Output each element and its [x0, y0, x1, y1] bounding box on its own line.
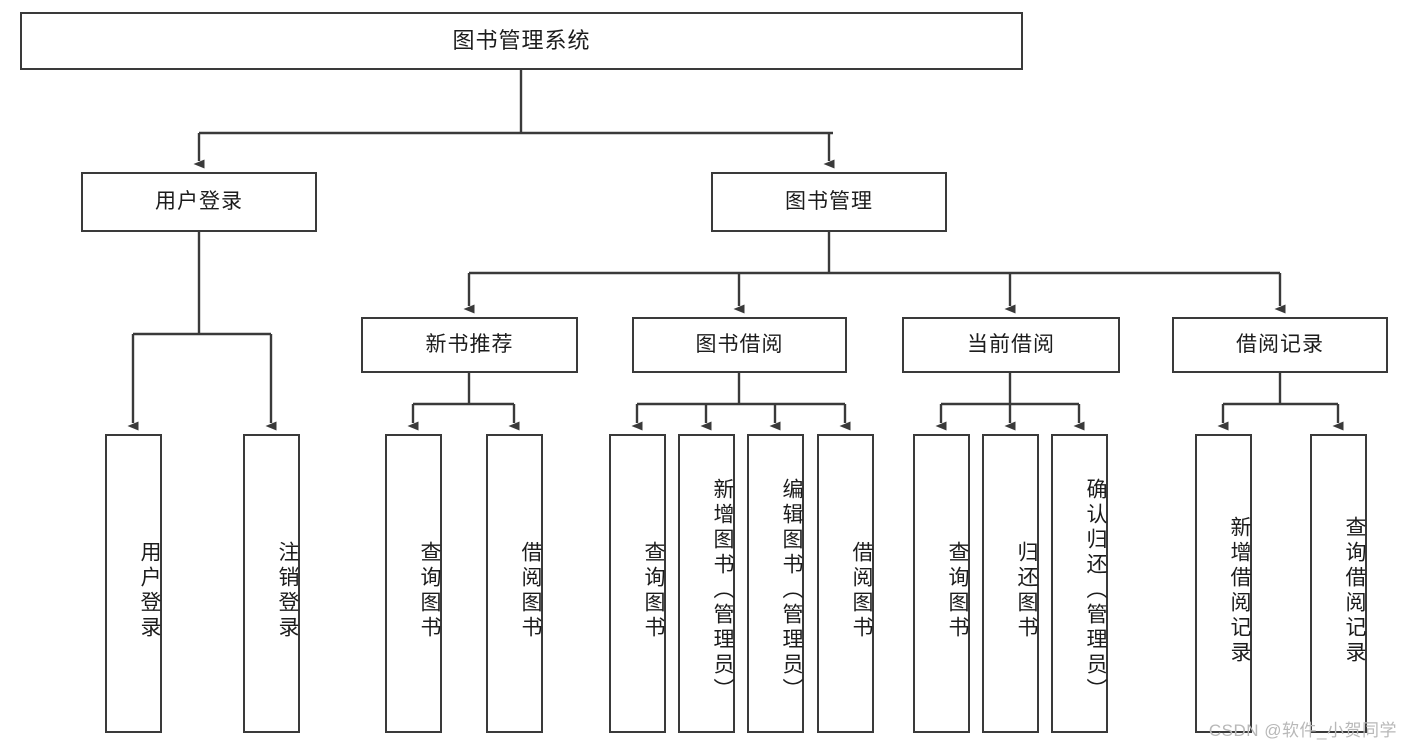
node-label: 图书管理: [785, 190, 873, 214]
node-label: 注销登录: [276, 540, 299, 641]
watermark-text: CSDN @软件_小贺同学: [1208, 721, 1397, 740]
node-label: 用户登录: [155, 190, 243, 214]
node-label: 新书推荐: [425, 333, 514, 357]
node-label: 用户登录: [138, 540, 161, 641]
node-root-book-management-system[interactable]: 图书管理系统: [20, 12, 1023, 70]
node-book-management[interactable]: 图书管理: [711, 172, 947, 232]
leaf-user-logout[interactable]: 注销登录: [243, 434, 300, 733]
node-label: 借阅记录: [1236, 333, 1324, 357]
node-label: 借阅图书: [519, 540, 542, 641]
node-label: 图书借阅: [695, 333, 784, 357]
leaf-add-book-admin[interactable]: 新增图书（管理员）: [678, 434, 735, 733]
node-label: 新增借阅记录: [1228, 515, 1251, 666]
node-label: 图书管理系统: [452, 27, 591, 53]
leaf-confirm-return-admin[interactable]: 确认归还（管理员）: [1051, 434, 1108, 733]
node-label: 当前借阅: [967, 333, 1055, 357]
leaf-add-borrow-record[interactable]: 新增借阅记录: [1195, 434, 1252, 733]
leaf-query-book-recommend[interactable]: 查询图书: [385, 434, 442, 733]
node-label: 查询图书: [642, 540, 665, 641]
node-current-borrow[interactable]: 当前借阅: [902, 317, 1120, 373]
leaf-query-borrow-record[interactable]: 查询借阅记录: [1310, 434, 1367, 733]
node-label: 借阅图书: [850, 540, 873, 641]
node-book-borrow[interactable]: 图书借阅: [632, 317, 847, 373]
node-new-book-recommend[interactable]: 新书推荐: [361, 317, 578, 373]
node-label: 确认归还（管理员）: [1084, 478, 1107, 703]
leaf-edit-book-admin[interactable]: 编辑图书（管理员）: [747, 434, 804, 733]
node-label: 新增图书（管理员）: [711, 478, 734, 703]
node-label: 编辑图书（管理员）: [780, 478, 803, 703]
leaf-return-book[interactable]: 归还图书: [982, 434, 1039, 733]
node-user-login[interactable]: 用户登录: [81, 172, 317, 232]
leaf-borrow-book-recommend[interactable]: 借阅图书: [486, 434, 543, 733]
node-borrow-records[interactable]: 借阅记录: [1172, 317, 1388, 373]
leaf-user-login[interactable]: 用户登录: [105, 434, 162, 733]
node-label: 查询借阅记录: [1343, 515, 1366, 666]
leaf-borrow-book[interactable]: 借阅图书: [817, 434, 874, 733]
node-label: 查询图书: [418, 540, 441, 641]
node-label: 查询图书: [946, 540, 969, 641]
node-label: 归还图书: [1015, 540, 1038, 641]
leaf-query-book-borrow[interactable]: 查询图书: [609, 434, 666, 733]
leaf-query-book-current[interactable]: 查询图书: [913, 434, 970, 733]
